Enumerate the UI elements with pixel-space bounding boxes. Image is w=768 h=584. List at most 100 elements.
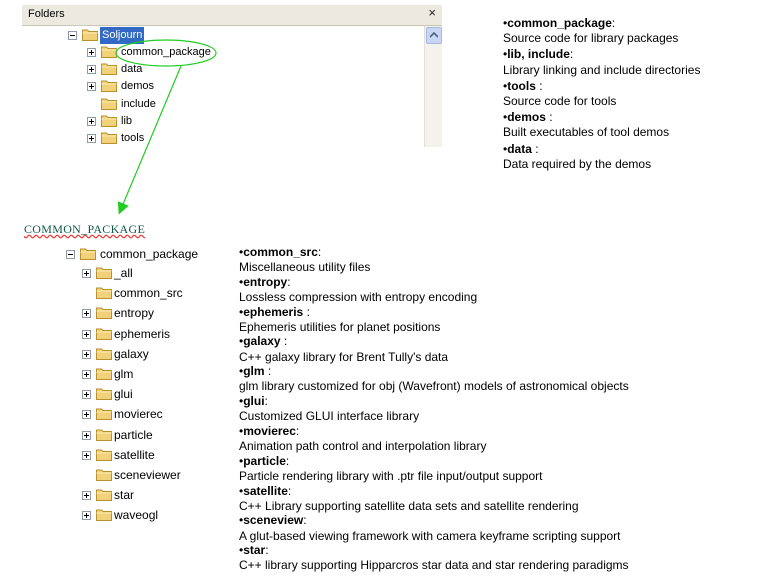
term-separator: : xyxy=(265,543,269,558)
bullet: • xyxy=(239,423,244,438)
term-separator: : xyxy=(264,364,272,379)
description-term: •entropy: xyxy=(239,275,759,290)
expand-toggle-icon[interactable] xyxy=(87,65,96,75)
description-term: •common_src: xyxy=(239,245,759,260)
folder-icon xyxy=(96,488,112,502)
bullet: • xyxy=(503,110,508,125)
term-separator: : xyxy=(295,423,300,438)
bullet: • xyxy=(503,47,508,62)
term-separator: : xyxy=(611,16,616,30)
expand-toggle-icon[interactable] xyxy=(82,450,91,460)
package-item-label: satellite xyxy=(114,447,155,462)
expand-toggle-icon[interactable] xyxy=(87,134,96,143)
pointer-arrow xyxy=(117,65,182,215)
description-term: •demos : xyxy=(503,110,763,125)
package-item-label: movierec xyxy=(114,407,163,422)
expand-toggle-icon[interactable] xyxy=(87,82,96,92)
bullet: • xyxy=(239,543,244,558)
description-text: Built executables of tool demos xyxy=(503,125,670,140)
expand-toggle-icon[interactable] xyxy=(82,390,91,400)
description-term: •sceneview: xyxy=(239,513,759,528)
expand-toggle-icon[interactable] xyxy=(82,410,91,420)
package-tree-root-label: common_package xyxy=(100,247,199,261)
description-entry: •star:C++ library supporting Hipparcros … xyxy=(239,543,759,573)
highlight-ellipse xyxy=(115,39,217,67)
term-name: particle xyxy=(243,453,286,468)
bullet: • xyxy=(239,304,244,319)
description-entry: •glm :glm library customized for obj (Wa… xyxy=(239,364,759,394)
folder-icon xyxy=(96,387,112,401)
description-text: Particle rendering library with .ptr fil… xyxy=(239,468,543,483)
description-term: •ephemeris : xyxy=(239,305,759,320)
package-item-label: particle xyxy=(114,427,153,442)
bullet: • xyxy=(239,513,244,528)
bullet: • xyxy=(239,274,244,289)
package-item-label: ephemeris xyxy=(114,326,171,341)
description-text: Customized GLUI interface library xyxy=(239,409,420,424)
term-name: entropy xyxy=(243,274,288,289)
description-entry: •satellite:C++ Library supporting satell… xyxy=(239,484,759,514)
tree-item-label: data xyxy=(121,63,143,76)
description-term: •movierec: xyxy=(239,424,759,439)
description-text: Miscellaneous utility files xyxy=(239,260,371,275)
description-text: A glut-based viewing framework with came… xyxy=(239,528,621,543)
term-separator: : xyxy=(287,483,292,498)
expand-toggle-icon[interactable] xyxy=(82,309,91,319)
expand-toggle-icon[interactable] xyxy=(82,349,91,359)
tree-item-label: include xyxy=(121,97,156,110)
term-name: galaxy xyxy=(243,334,281,349)
expand-toggle-icon[interactable] xyxy=(82,491,91,501)
description-text: C++ Library supporting satellite data se… xyxy=(239,498,579,513)
chevron-up-icon xyxy=(430,32,438,38)
description-text: Source code for library packages xyxy=(503,31,679,46)
bullet: • xyxy=(503,78,508,93)
expand-toggle-icon[interactable] xyxy=(87,116,96,126)
section-heading: COMMON_PACKAGE xyxy=(24,222,146,236)
description-entry: •movierec:Animation path control and int… xyxy=(239,424,759,454)
bullet: • xyxy=(239,334,244,349)
description-text: Lossless compression with entropy encodi… xyxy=(239,290,478,305)
description-entry: •entropy:Lossless compression with entro… xyxy=(239,275,759,305)
folder-open-icon xyxy=(80,247,96,260)
description-entry: •data :Data required by the demos xyxy=(503,142,763,172)
description-entry: •glui:Customized GLUI interface library xyxy=(239,394,759,424)
term-separator: : xyxy=(535,78,543,93)
description-text: Data required by the demos xyxy=(503,156,652,171)
term-name: glm xyxy=(243,364,265,379)
package-item-label: entropy xyxy=(114,306,155,321)
bullet: • xyxy=(239,394,244,409)
collapse-toggle-icon[interactable] xyxy=(66,250,75,259)
expand-toggle-icon[interactable] xyxy=(82,430,91,440)
scroll-up-button[interactable] xyxy=(426,27,442,44)
bullet: • xyxy=(239,245,244,259)
bullet: • xyxy=(239,364,244,379)
bullet: • xyxy=(503,141,508,156)
term-separator: : xyxy=(264,394,268,409)
folders-panel-title: Folders xyxy=(28,8,65,20)
expand-toggle-icon[interactable] xyxy=(87,48,96,57)
folder-icon xyxy=(96,327,112,340)
folder-icon xyxy=(101,62,117,76)
tree-item-label: tools xyxy=(121,132,145,144)
term-separator: : xyxy=(287,274,291,289)
expand-toggle-icon[interactable] xyxy=(82,329,91,339)
expand-toggle-icon[interactable] xyxy=(82,269,91,278)
description-entry: •tools :Source code for tools xyxy=(503,79,763,109)
tree-item-label: common_package xyxy=(121,46,211,58)
expand-toggle-icon[interactable] xyxy=(82,370,91,379)
folder-icon xyxy=(96,286,112,300)
package-descriptions: •common_src:Miscellaneous utility files•… xyxy=(239,245,759,573)
description-text: Source code for tools xyxy=(503,94,617,109)
folder-icon xyxy=(96,407,112,421)
close-icon[interactable]: × xyxy=(428,5,436,20)
folder-icon xyxy=(101,45,117,58)
description-entry: •common_src:Miscellaneous utility files xyxy=(239,245,759,275)
collapse-toggle-icon[interactable] xyxy=(68,31,77,40)
description-entry: •sceneview:A glut-based viewing framewor… xyxy=(239,513,759,543)
description-term: •glui: xyxy=(239,394,759,409)
expand-toggle-icon[interactable] xyxy=(82,511,91,521)
vertical-scrollbar[interactable] xyxy=(424,26,442,147)
